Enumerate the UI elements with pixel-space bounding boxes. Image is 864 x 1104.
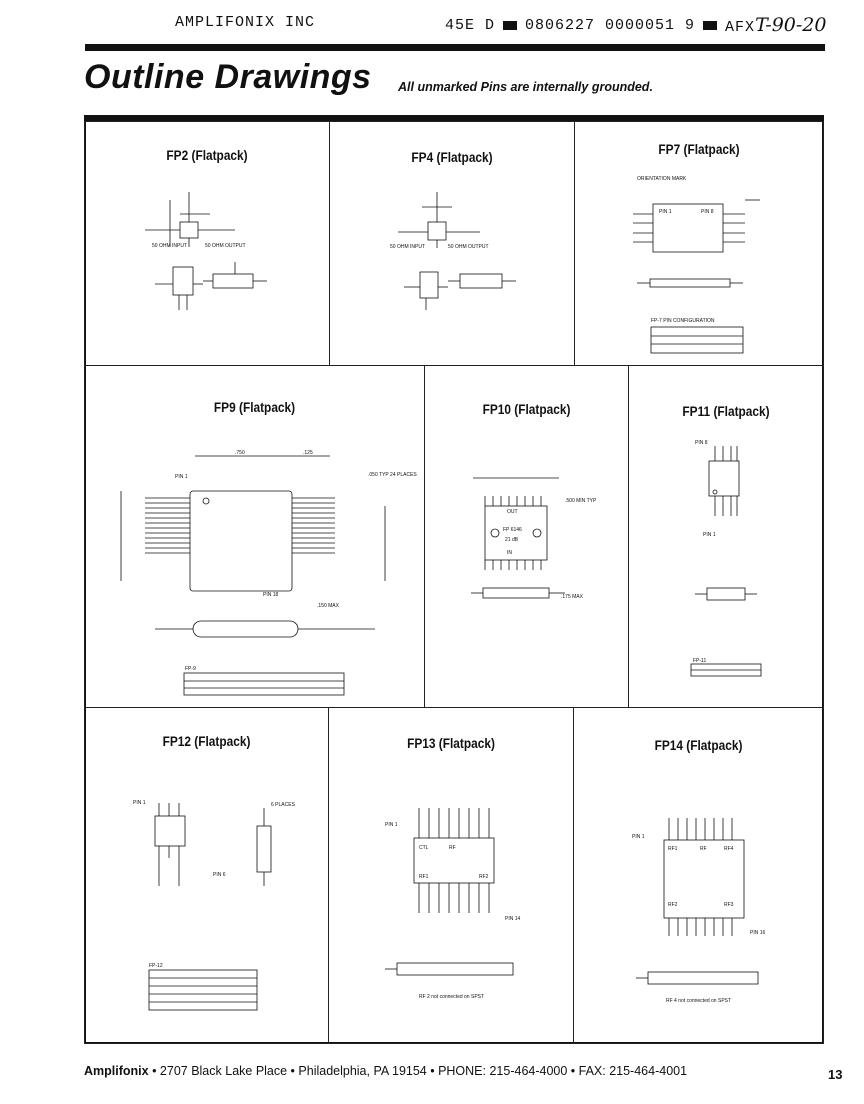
fp11-drawing: PIN 8 PIN 1 FP-11	[690, 440, 762, 677]
fp4-input-label: 50 OHM INPUT	[390, 244, 425, 250]
header-block-mark	[503, 20, 518, 30]
header-block-mark	[703, 20, 718, 30]
fp14-drawing: RF1 RF RF4 RF2 RF3 PIN 1 PIN 16 RF 4 not…	[632, 818, 766, 1004]
fp12-pin1-label: PIN 1	[133, 800, 146, 806]
handwritten-code: T-90-20	[755, 14, 827, 36]
fp9-750-label: .750	[235, 450, 245, 456]
header-code-mid: 0806227 0000051 9	[525, 16, 696, 34]
footer-contact: Amplifonix • 2707 Black Lake Place • Phi…	[84, 1064, 687, 1078]
fp2-drawing: 50 OHM INPUT 50 OHM OUTPUT	[145, 192, 267, 310]
top-rule	[85, 44, 825, 51]
fp9-150-label: .150 MAX	[317, 603, 340, 609]
fp14-pin16-label: PIN 16	[750, 930, 766, 936]
fp13-drawing: CTL RF RF1 RF2 PIN 1 PIN 14 RF 2 not con…	[385, 808, 521, 1000]
frame-top-rule	[84, 115, 824, 121]
fp11-pin1-label: PIN 1	[703, 532, 716, 538]
fp2-input-label: 50 OHM INPUT	[152, 243, 187, 249]
cell-fp9: FP9 (Flatpack)	[84, 365, 425, 708]
fp9-125-label: .125	[303, 450, 313, 456]
fp12-6places-label: 6 PLACES	[271, 802, 296, 808]
fp9-drawing: PIN 1 PIN 18 .750 .125 .050 TYP 24 PLACE…	[120, 450, 417, 696]
cell-title: FP2 (Flatpack)	[166, 148, 248, 163]
fp14-rf2-label: RF2	[668, 902, 678, 908]
fp14-note-label: RF 4 not connected on SPST	[666, 998, 731, 1004]
cell-title: FP13 (Flatpack)	[407, 736, 495, 751]
header-company: AMPLIFONIX INC	[175, 14, 316, 31]
fp7-pin1-label: PIN 1	[659, 209, 672, 215]
fp9-050-label: .050 TYP 24 PLACES	[368, 472, 417, 478]
footer-address: • 2707 Black Lake Place • Philadelphia, …	[148, 1064, 688, 1078]
fp7-pin8-label: PIN 8	[701, 209, 714, 215]
fp13-ctl-label: CTL	[419, 845, 429, 851]
cell-fp2: FP2 (Flatpack) 50 OHM INPUT 50 OHM OUTPU…	[84, 121, 330, 366]
fp13-pin14-label: PIN 14	[505, 916, 521, 922]
cell-fp13: FP13 (Flatpack) CTL RF RF1 RF2 PIN 1 PIN…	[328, 707, 574, 1044]
fp11-table-label: FP-11	[693, 658, 706, 664]
fp4-output-label: 50 OHM OUTPUT	[448, 244, 489, 250]
page-subtitle: All unmarked Pins are internally grounde…	[398, 80, 653, 94]
cell-title: FP7 (Flatpack)	[658, 142, 740, 157]
fp14-rf4-label: RF4	[724, 846, 734, 852]
cell-fp12: FP12 (Flatpack) PIN 1 PIN 6 6 PLACES FP-…	[84, 707, 329, 1044]
fp14-rf1-label: RF1	[668, 846, 678, 852]
fp13-rf2-label: RF2	[479, 874, 489, 880]
header-code-right: AFXT-90-20	[725, 14, 827, 36]
fp14-pin1-label: PIN 1	[632, 834, 645, 840]
cell-fp7: FP7 (Flatpack) ORIENTATION MARK PIN 1 PI…	[574, 121, 824, 366]
fp12-table-label: FP-12	[149, 963, 163, 969]
fp10-model-label: FP 6146	[503, 527, 522, 533]
fp2-output-label: 50 OHM OUTPUT	[205, 243, 246, 249]
fp12-pin6-label: PIN 6	[213, 872, 226, 878]
fp12-drawing: PIN 1 PIN 6 6 PLACES FP-12	[133, 800, 296, 1011]
fp13-rf-label: RF	[449, 845, 456, 851]
cell-title: FP9 (Flatpack)	[213, 400, 296, 415]
fp10-in-label: IN	[507, 550, 512, 556]
cell-fp11: FP11 (Flatpack) PIN 8 PIN 1 FP-11	[628, 365, 824, 708]
cell-fp14: FP14 (Flatpack) RF1 RF RF4 RF2 RF3 PIN 1…	[573, 707, 824, 1044]
fp4-drawing: 50 OHM INPUT 50 OHM OUTPUT	[390, 192, 516, 310]
fp13-pin1-label: PIN 1	[385, 822, 398, 828]
fp13-rf1-label: RF1	[419, 874, 429, 880]
header-code-left: 45E D	[445, 16, 496, 34]
fp7-orientation-label: ORIENTATION MARK	[637, 176, 687, 182]
fp11-pin8-label: PIN 8	[695, 440, 708, 446]
cell-title: FP14 (Flatpack)	[654, 738, 743, 753]
fp9-pin1-label: PIN 1	[175, 474, 188, 480]
fp10-500-label: .500 MIN TYP	[565, 498, 597, 504]
fp10-out-label: OUT	[507, 509, 518, 515]
page-number: 13	[828, 1067, 843, 1082]
fp10-drawing: OUT IN FP 6146 21 dB .500 MIN TYP .175 M…	[471, 477, 597, 600]
page-title: Outline Drawings	[84, 58, 372, 96]
fp14-rf3-label: RF3	[724, 902, 734, 908]
fp9-table-label: FP-9	[185, 666, 196, 672]
fp10-db-label: 21 dB	[505, 537, 519, 543]
cell-title: FP11 (Flatpack)	[682, 404, 770, 419]
fp7-drawing: ORIENTATION MARK PIN 1 PIN 8 FP-7 PIN CO…	[633, 176, 760, 354]
cell-title: FP4 (Flatpack)	[411, 150, 493, 165]
header-codes: 45E D 0806227 0000051 9 AFXT-90-20	[445, 14, 826, 36]
fp13-note-label: RF 2 not connected on SPST	[419, 994, 484, 1000]
fp14-rf-label: RF	[700, 846, 707, 852]
footer-company: Amplifonix	[84, 1064, 149, 1078]
cell-title: FP10 (Flatpack)	[482, 402, 571, 417]
fp9-pin18-label: PIN 18	[263, 592, 279, 598]
cell-fp10: FP10 (Flatpack) OUT IN FP 6146 21 dB .50…	[424, 365, 629, 708]
fp10-175-label: .175 MAX	[561, 594, 584, 600]
cell-fp4: FP4 (Flatpack) 50 OHM INPUT 50 OHM OUTPU…	[329, 121, 575, 366]
fp7-pinconf-label: FP-7 PIN CONFIGURATION	[651, 318, 715, 324]
cell-title: FP12 (Flatpack)	[162, 734, 251, 749]
